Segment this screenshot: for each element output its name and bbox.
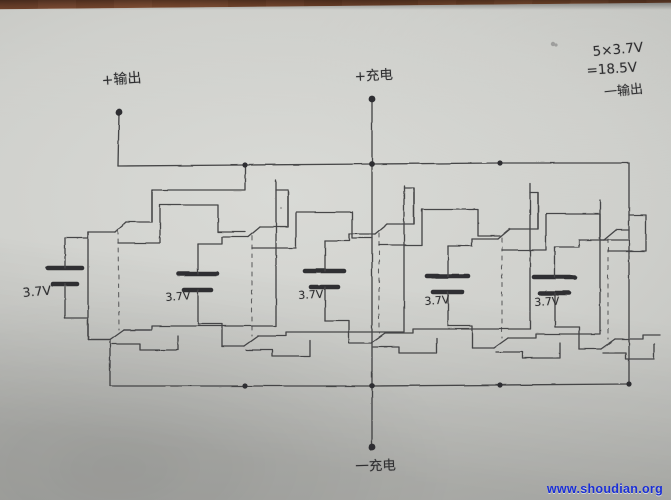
lead-output-positive <box>117 112 120 167</box>
label-charge-negative: 一充电 <box>355 457 397 475</box>
calc-line-3: 一输出 <box>603 81 644 101</box>
terminal-dot-charge-positive <box>368 95 376 103</box>
cell-5-voltage-label: 3.7V <box>534 294 560 309</box>
site-watermark: www.shoudian.org <box>546 482 663 496</box>
label-output-positive: +输出 <box>101 70 142 89</box>
cell-4-voltage-label: 3.7V <box>424 293 450 308</box>
cell-3-voltage-label: 3.7V <box>298 287 324 302</box>
terminal-dot-charge-negative <box>368 443 376 451</box>
junction-dots <box>115 95 632 451</box>
cell-5-group <box>531 214 661 360</box>
paper-specks <box>279 41 558 210</box>
cell-1-voltage-label: 3.7V <box>22 282 52 300</box>
cell-1-group <box>45 164 277 351</box>
cell-2-voltage-label: 3.7V <box>165 289 191 304</box>
label-charge-positive: +充电 <box>354 66 394 85</box>
terminal-dot-output-positive <box>115 108 123 116</box>
cell-3-group <box>302 182 531 354</box>
cell-2-group <box>175 185 405 357</box>
bus-bottom-left <box>87 339 630 387</box>
cell-4-group <box>424 191 630 359</box>
